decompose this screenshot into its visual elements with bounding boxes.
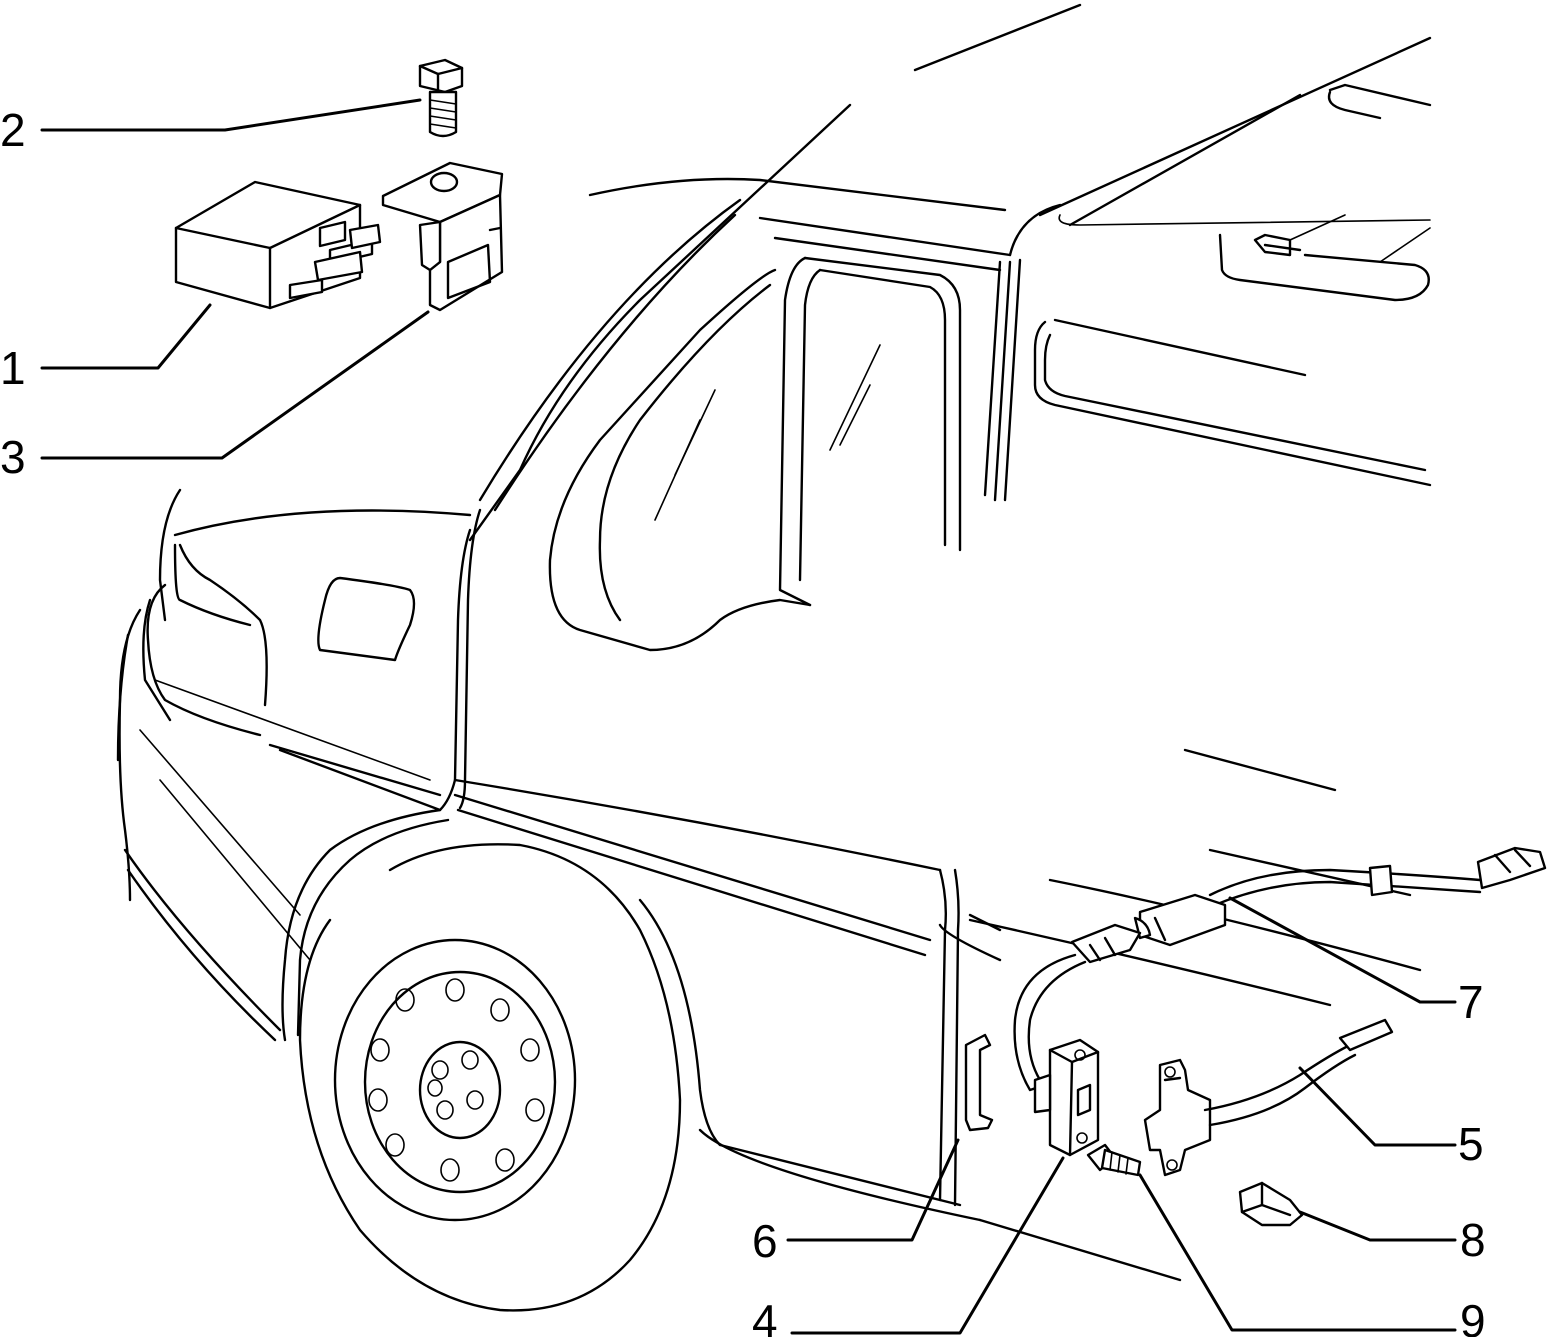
leader-lines <box>40 98 1457 1335</box>
callout-4: 4 <box>752 1295 778 1337</box>
callout-3: 3 <box>0 431 26 483</box>
part-screw <box>1086 1143 1142 1177</box>
part-wiring-harness <box>1013 846 1547 1092</box>
front-wheel <box>298 843 682 1312</box>
part-relay-module <box>174 180 382 310</box>
part-switch-with-lead <box>1143 1018 1394 1177</box>
callout-1: 1 <box>0 342 26 394</box>
callout-7: 7 <box>1458 976 1484 1028</box>
callout-8: 8 <box>1460 1214 1486 1266</box>
part-pad <box>964 1033 994 1132</box>
part-plug <box>1238 1181 1304 1227</box>
callout-6: 6 <box>752 1215 778 1267</box>
callout-labels: 2 1 3 6 4 7 5 8 9 <box>0 104 1486 1337</box>
part-mounting-bracket <box>381 161 504 312</box>
van-body <box>116 3 1432 1282</box>
part-bolt <box>418 58 464 138</box>
callout-2: 2 <box>0 104 26 156</box>
callout-9: 9 <box>1460 1295 1486 1337</box>
callout-5: 5 <box>1458 1118 1484 1170</box>
part-door-switch <box>1033 1038 1100 1157</box>
